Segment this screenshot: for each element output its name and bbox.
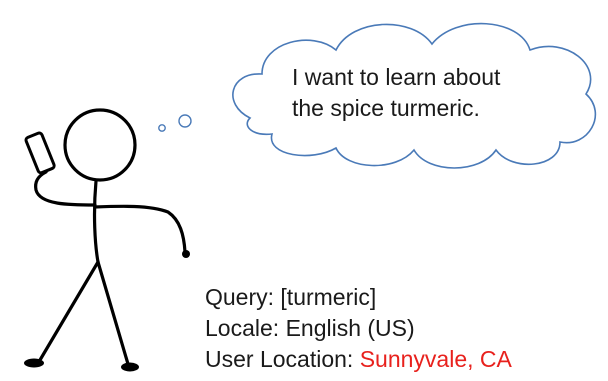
- locale-value: English (US): [285, 315, 415, 341]
- location-value: Sunnyvale, CA: [359, 346, 512, 372]
- query-info: Query: [turmeric] Locale: English (US) U…: [205, 282, 512, 375]
- location-label: User Location:: [205, 346, 354, 372]
- stick-figure-body: [92, 179, 100, 264]
- phone-icon: [24, 131, 56, 175]
- stick-figure-right-leg: [96, 260, 130, 366]
- thought-cloud: [232, 22, 597, 169]
- thought-dot-medium: [178, 114, 192, 128]
- query-label: Query:: [205, 284, 275, 310]
- stick-figure-left-arm: [34, 170, 97, 207]
- stick-figure-right-foot: [121, 362, 139, 372]
- locale-label: Locale:: [205, 315, 280, 341]
- thought-line-2: the spice turmeric.: [292, 95, 480, 121]
- stick-figure-left-leg: [38, 260, 100, 362]
- thought-line-1: I want to learn about: [292, 64, 501, 90]
- locale-row: Locale: English (US): [205, 313, 512, 344]
- location-row: User Location: Sunnyvale, CA: [205, 344, 512, 375]
- stick-figure: [34, 108, 187, 366]
- stick-figure-left-foot: [24, 358, 44, 368]
- query-value: [turmeric]: [280, 284, 377, 310]
- stick-figure-hand: [182, 250, 190, 258]
- stick-figure-head: [63, 108, 137, 182]
- query-row: Query: [turmeric]: [205, 282, 512, 313]
- thought-text: I want to learn about the spice turmeric…: [292, 62, 582, 124]
- stick-figure-right-arm: [93, 204, 187, 254]
- thought-dot-small: [158, 124, 166, 132]
